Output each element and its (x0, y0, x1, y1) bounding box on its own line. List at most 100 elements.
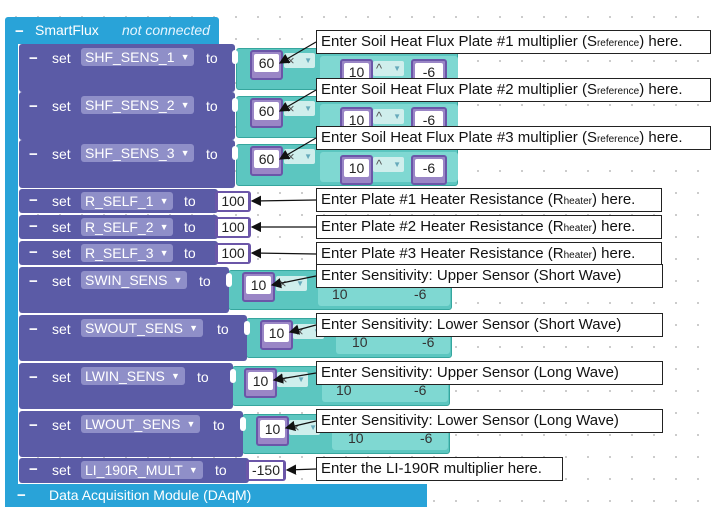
number-block[interactable]: 10 (260, 320, 293, 350)
input-socket (232, 50, 238, 64)
number-field[interactable]: 10 (260, 420, 285, 438)
input-socket (240, 417, 246, 431)
smartflux-header[interactable]: − SmartFlux not connected (5, 17, 219, 44)
set-keyword: set (52, 273, 71, 289)
number-block[interactable]: 60 (250, 50, 283, 80)
chevron-down-icon: ▼ (189, 323, 199, 333)
collapse-icon[interactable]: − (29, 146, 38, 163)
number-block[interactable]: 10 (242, 272, 275, 302)
collapse-icon[interactable]: − (29, 218, 38, 235)
variable-dropdown[interactable]: LWOUT_SENS▼ (81, 415, 201, 433)
to-keyword: to (206, 146, 218, 162)
number-block[interactable]: -150 (246, 460, 286, 481)
daqm-title: Data Acquisition Module (DAqM) (49, 487, 252, 503)
set-block-shf-sens-1[interactable]: − set SHF_SENS_1▼ to (19, 44, 235, 92)
variable-dropdown[interactable]: SWOUT_SENS▼ (81, 319, 204, 337)
number-field[interactable]: 10 (344, 63, 369, 81)
to-keyword: to (184, 245, 196, 261)
number-block[interactable]: 100 (215, 191, 251, 212)
set-block-r-self-1[interactable]: − set R_SELF_1▼ to (19, 189, 218, 213)
collapse-icon[interactable]: − (15, 23, 24, 40)
chevron-down-icon: ▼ (393, 112, 401, 121)
collapse-icon[interactable]: − (29, 244, 38, 261)
input-socket (232, 146, 238, 160)
number-field[interactable]: 10 (344, 111, 369, 129)
variable-dropdown[interactable]: SHF_SENS_3▼ (81, 144, 195, 162)
chevron-down-icon: ▼ (297, 375, 305, 384)
pointer-arrow (250, 195, 317, 207)
variable-dropdown[interactable]: R_SELF_1▼ (81, 192, 174, 210)
number-block[interactable]: 60 (250, 146, 283, 176)
number-field[interactable]: 60 (254, 102, 279, 120)
chevron-down-icon: ▼ (304, 152, 312, 161)
set-block-lwout-sens[interactable]: − set LWOUT_SENS▼ to (19, 411, 243, 457)
collapse-icon[interactable]: − (29, 461, 38, 478)
set-block-r-self-3[interactable]: − set R_SELF_3▼ to (19, 241, 218, 265)
set-block-lwin-sens[interactable]: − set LWIN_SENS▼ to (19, 363, 233, 409)
daqm-block[interactable]: − Data Acquisition Module (DAqM) (5, 484, 427, 507)
input-socket (226, 273, 232, 287)
collapse-icon[interactable]: − (29, 417, 38, 434)
to-keyword: to (184, 219, 196, 235)
number-field[interactable]: 100 (218, 193, 248, 210)
number-field[interactable]: -6 (415, 63, 443, 81)
set-block-shf-sens-2[interactable]: − set SHF_SENS_2▼ to (19, 92, 235, 140)
number-block[interactable]: 100 (215, 243, 251, 264)
variable-dropdown[interactable]: SHF_SENS_1▼ (81, 48, 195, 66)
variable-dropdown[interactable]: SWIN_SENS▼ (81, 271, 188, 289)
set-block-shf-sens-3[interactable]: − set SHF_SENS_3▼ to (19, 140, 235, 188)
set-block-li-190r-mult[interactable]: − set LI_190R_MULT▼ to (19, 458, 249, 483)
set-keyword: set (52, 417, 71, 433)
to-keyword: to (217, 321, 229, 337)
pointer-arrow (270, 275, 317, 289)
number-field[interactable]: 60 (254, 150, 279, 168)
number-block[interactable]: 10 (340, 155, 373, 185)
collapse-icon[interactable]: − (29, 98, 38, 115)
variable-dropdown[interactable]: LI_190R_MULT▼ (81, 461, 203, 479)
number-block[interactable]: 10 (256, 416, 289, 446)
operator-dropdown[interactable]: ^▼ (373, 61, 404, 76)
number-field[interactable]: 10 (344, 159, 369, 177)
number-field[interactable]: 10 (264, 324, 289, 342)
collapse-icon[interactable]: − (29, 369, 38, 386)
number-block[interactable]: 60 (250, 98, 283, 128)
annotation-swin-sens: Enter Sensitivity: Upper Sensor (Short W… (316, 264, 663, 288)
set-block-swout-sens[interactable]: − set SWOUT_SENS▼ to (19, 315, 247, 361)
connection-status: not connected (122, 22, 210, 38)
number-field[interactable]: -150 (249, 462, 283, 479)
collapse-icon[interactable]: − (29, 192, 38, 209)
number-field[interactable]: -6 (415, 159, 443, 177)
set-block-swin-sens[interactable]: − set SWIN_SENS▼ to (19, 267, 229, 313)
collapse-icon[interactable]: − (17, 487, 26, 504)
collapse-icon[interactable]: − (29, 50, 38, 67)
number-block[interactable]: 10 (244, 368, 277, 398)
set-block-r-self-2[interactable]: − set R_SELF_2▼ to (19, 215, 218, 239)
collapse-icon[interactable]: − (29, 321, 38, 338)
number-block[interactable]: 100 (215, 217, 251, 238)
annotation-li-190r-mult: Enter the LI-190R multiplier here. (316, 457, 563, 481)
number-field[interactable]: 100 (218, 219, 248, 236)
number-field[interactable]: 60 (254, 54, 279, 72)
variable-dropdown[interactable]: SHF_SENS_2▼ (81, 96, 195, 114)
pointer-arrow (250, 247, 317, 259)
number-field[interactable]: 10 (246, 276, 271, 294)
number-block[interactable]: -6 (411, 155, 447, 185)
chevron-down-icon: ▼ (393, 64, 401, 73)
chevron-down-icon: ▼ (186, 419, 196, 429)
number-field[interactable]: -6 (415, 111, 443, 129)
variable-dropdown[interactable]: R_SELF_3▼ (81, 244, 174, 262)
to-keyword: to (215, 462, 227, 478)
chevron-down-icon: ▼ (159, 222, 169, 232)
operator-dropdown[interactable]: ^▼ (373, 157, 404, 172)
variable-dropdown[interactable]: R_SELF_2▼ (81, 218, 174, 236)
pointer-arrow (278, 41, 317, 64)
pointer-arrow (284, 420, 317, 431)
set-keyword: set (52, 369, 71, 385)
number-field[interactable]: 100 (218, 245, 248, 262)
pointer-arrow (278, 89, 317, 112)
operator-dropdown[interactable]: ^▼ (373, 109, 404, 124)
annotation-r-self-2: Enter Plate #2 Heater Resistance (Rheate… (316, 215, 662, 239)
collapse-icon[interactable]: − (29, 273, 38, 290)
variable-dropdown[interactable]: LWIN_SENS▼ (81, 367, 185, 385)
number-field[interactable]: 10 (248, 372, 273, 390)
